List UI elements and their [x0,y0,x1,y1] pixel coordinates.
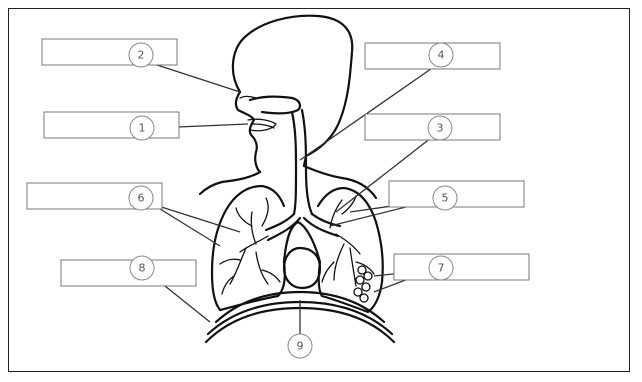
marker-9-number: 9 [297,340,304,353]
marker-4: 4 [429,43,453,67]
marker-1-number: 1 [139,122,146,135]
answer-box-8[interactable] [61,260,196,286]
right-shoulder [304,166,376,198]
tongue [252,124,274,128]
marker-6-number: 6 [138,192,145,205]
marker-8: 8 [130,256,154,280]
marker-2-number: 2 [138,49,145,62]
nasal-cavity [250,97,300,114]
left-bronchiole [230,248,246,284]
right-bronchiole [350,248,356,286]
marker-2: 2 [129,43,153,67]
left-shoulder [200,172,260,194]
marker-3: 3 [428,116,452,140]
left-bronchiole [220,259,240,264]
trachea-left-wall [292,112,296,214]
right-bronchiole [336,234,360,254]
left-bronchiole [251,212,256,244]
leader-2 [154,64,240,92]
answer-boxes [27,39,529,286]
face-outline [236,92,260,172]
trachea-right-wall [302,110,312,214]
leader-6b [152,204,220,246]
heart [284,248,320,288]
body-outline [200,16,376,198]
marker-5: 5 [433,186,457,210]
alveoli [354,266,372,302]
nose-outline [240,97,256,99]
left-bronchiole [262,198,268,226]
answer-box-1[interactable] [44,112,179,138]
left-bronchiole [256,252,268,284]
marker-6: 6 [129,186,153,210]
right-bronchiole [334,244,344,280]
marker-7: 7 [429,256,453,280]
trachea [292,110,312,214]
bronchioles [220,196,374,294]
marker-3-number: 3 [437,122,444,135]
marker-7-number: 7 [438,262,445,275]
marker-4-number: 4 [438,49,445,62]
left-bronchiole [236,208,252,226]
marker-8-number: 8 [139,262,146,275]
right-bronchiole [322,262,334,282]
head-outline [233,16,352,166]
marker-5-number: 5 [442,192,449,205]
answer-box-7[interactable] [394,254,529,280]
answer-box-2[interactable] [42,39,177,65]
marker-9: 9 [288,334,312,358]
leader-4 [300,64,438,160]
marker-1: 1 [130,116,154,140]
